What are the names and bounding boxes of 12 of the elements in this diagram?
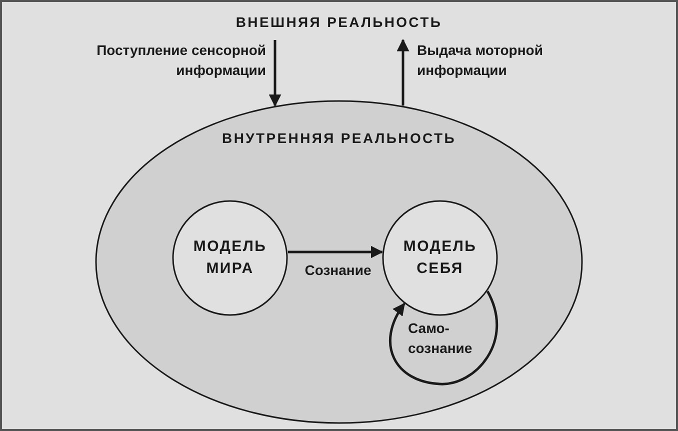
arrow [389, 290, 498, 386]
arrow [268, 40, 282, 107]
node-label: МОДЕЛЬ МИРА [192, 237, 268, 279]
region-label: ВНУТРЕННЯЯ РЕАЛЬНОСТЬ [221, 129, 457, 148]
node-label: МОДЕЛЬ СЕБЯ [402, 237, 478, 279]
title: ВНЕШНЯЯ РЕАЛЬНОСТЬ [234, 13, 444, 32]
edge-label: Выдача моторной информации [417, 41, 544, 80]
edge-label: Само- сознание [408, 319, 474, 358]
edge-label: Сознание [304, 261, 372, 280]
arrow [288, 246, 384, 258]
arrow [396, 38, 410, 106]
edge-label: Поступление сенсорной информации [96, 41, 266, 80]
